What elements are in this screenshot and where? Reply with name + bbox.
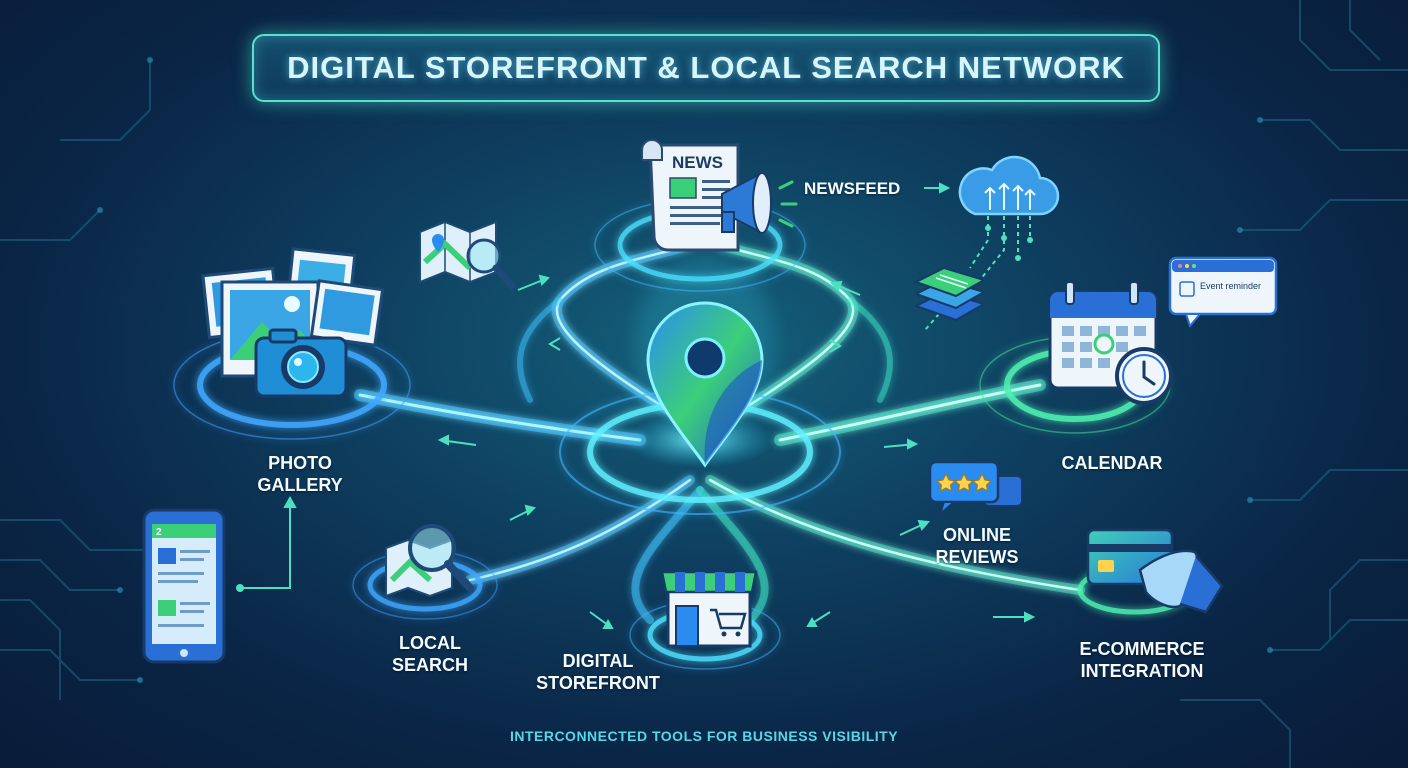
node-label: SEARCH (391, 655, 468, 675)
location-pin-icon (625, 255, 775, 468)
node-label: INTEGRATION (1080, 661, 1204, 681)
page-title: DIGITAL STOREFRONT & LOCAL SEARCH NETWOR… (287, 50, 1125, 85)
footer-caption: INTERCONNECTED TOOLS FOR BUSINESS VISIBI… (509, 728, 899, 744)
node-label: DIGITAL (562, 651, 634, 671)
node-local-search: LOCAL SEARCH (380, 632, 480, 676)
megaphone-icon (721, 172, 798, 234)
hand-icon (1138, 549, 1224, 614)
title-banner: DIGITAL STOREFRONT & LOCAL SEARCH NETWOR… (252, 34, 1160, 102)
node-label: ONLINE (942, 525, 1011, 545)
node-calendar: CALENDAR (1050, 452, 1174, 474)
node-ecommerce: E-COMMERCE INTEGRATION (1060, 638, 1224, 682)
local-search-icon (385, 524, 474, 598)
phone-badge: 2 (156, 527, 162, 538)
event-reminder-text: Event reminder (1200, 281, 1261, 291)
node-label: NEWSFEED (804, 179, 901, 198)
document-stack-icon (913, 266, 987, 322)
node-digital-storefront: DIGITAL STOREFRONT (530, 650, 666, 694)
camera-icon (254, 328, 348, 398)
node-label: CALENDAR (1061, 453, 1163, 473)
news-badge: NEWS (672, 153, 723, 172)
node-label: GALLERY (257, 475, 343, 495)
node-newsfeed: NEWSFEED (804, 178, 916, 200)
node-label: REVIEWS (935, 547, 1019, 567)
node-label: E-COMMERCE (1079, 639, 1205, 659)
node-photo-gallery: PHOTO GALLERY (250, 452, 350, 496)
smartphone-icon (142, 508, 226, 664)
map-search-icon (419, 220, 516, 290)
news-icon (641, 139, 740, 252)
node-online-reviews: ONLINE REVIEWS (922, 524, 1032, 568)
event-reminder-popup (1168, 256, 1278, 329)
node-label: LOCAL (399, 633, 461, 653)
node-label: STOREFRONT (536, 673, 660, 693)
direction-arrows (240, 182, 1036, 629)
calendar-icon (1048, 281, 1173, 405)
reviews-icon (928, 460, 1023, 518)
node-label: PHOTO (268, 453, 332, 473)
storefront-icon (660, 570, 758, 648)
